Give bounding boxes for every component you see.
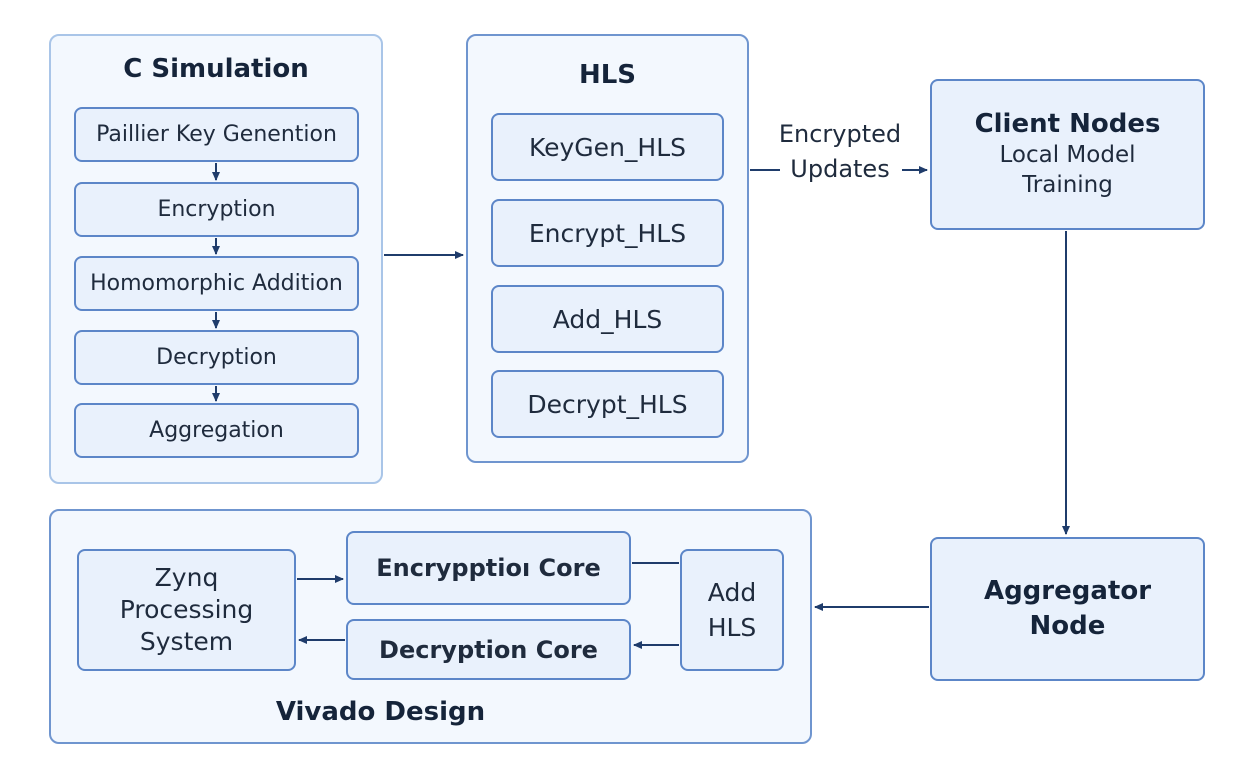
c-sim-step-decryption: Decryption	[74, 330, 359, 385]
hls-title: HLS	[578, 60, 637, 90]
hls-item-add: Add_HLS	[491, 285, 724, 353]
add-hls-core: Add HLS	[680, 549, 784, 671]
hls-item-decrypt: Decrypt_HLS	[491, 370, 724, 438]
c-simulation-title: C Simulation	[123, 54, 309, 84]
zynq-processing-system: Zynq Processing System	[77, 549, 296, 671]
aggregator-node-title: Aggregator Node	[983, 575, 1152, 641]
client-nodes-box: Client Nodes Local Model Training	[930, 79, 1205, 230]
hls-item-keygen: KeyGen_HLS	[491, 113, 724, 181]
c-sim-step-keygen: Paillier Key Genention	[74, 107, 359, 162]
c-sim-step-encryption: Encryption	[74, 182, 359, 237]
aggregator-node-box: Aggregator Node	[930, 537, 1205, 681]
edge-label-updates: Updates	[790, 155, 890, 183]
client-nodes-subtitle: Local Model Training	[999, 141, 1136, 198]
decryption-core: Decryption Core	[346, 619, 631, 680]
edge-label-encrypted: Encrypted	[778, 120, 902, 148]
c-sim-step-homomorphic-addition: Homomorphic Addition	[74, 256, 359, 311]
c-sim-step-aggregation: Aggregation	[74, 403, 359, 458]
encryption-core: Encrypptioı Core	[346, 531, 631, 605]
hls-item-encrypt: Encrypt_HLS	[491, 199, 724, 267]
client-nodes-title: Client Nodes	[974, 108, 1161, 139]
vivado-design-title: Vivado Design	[275, 697, 486, 727]
